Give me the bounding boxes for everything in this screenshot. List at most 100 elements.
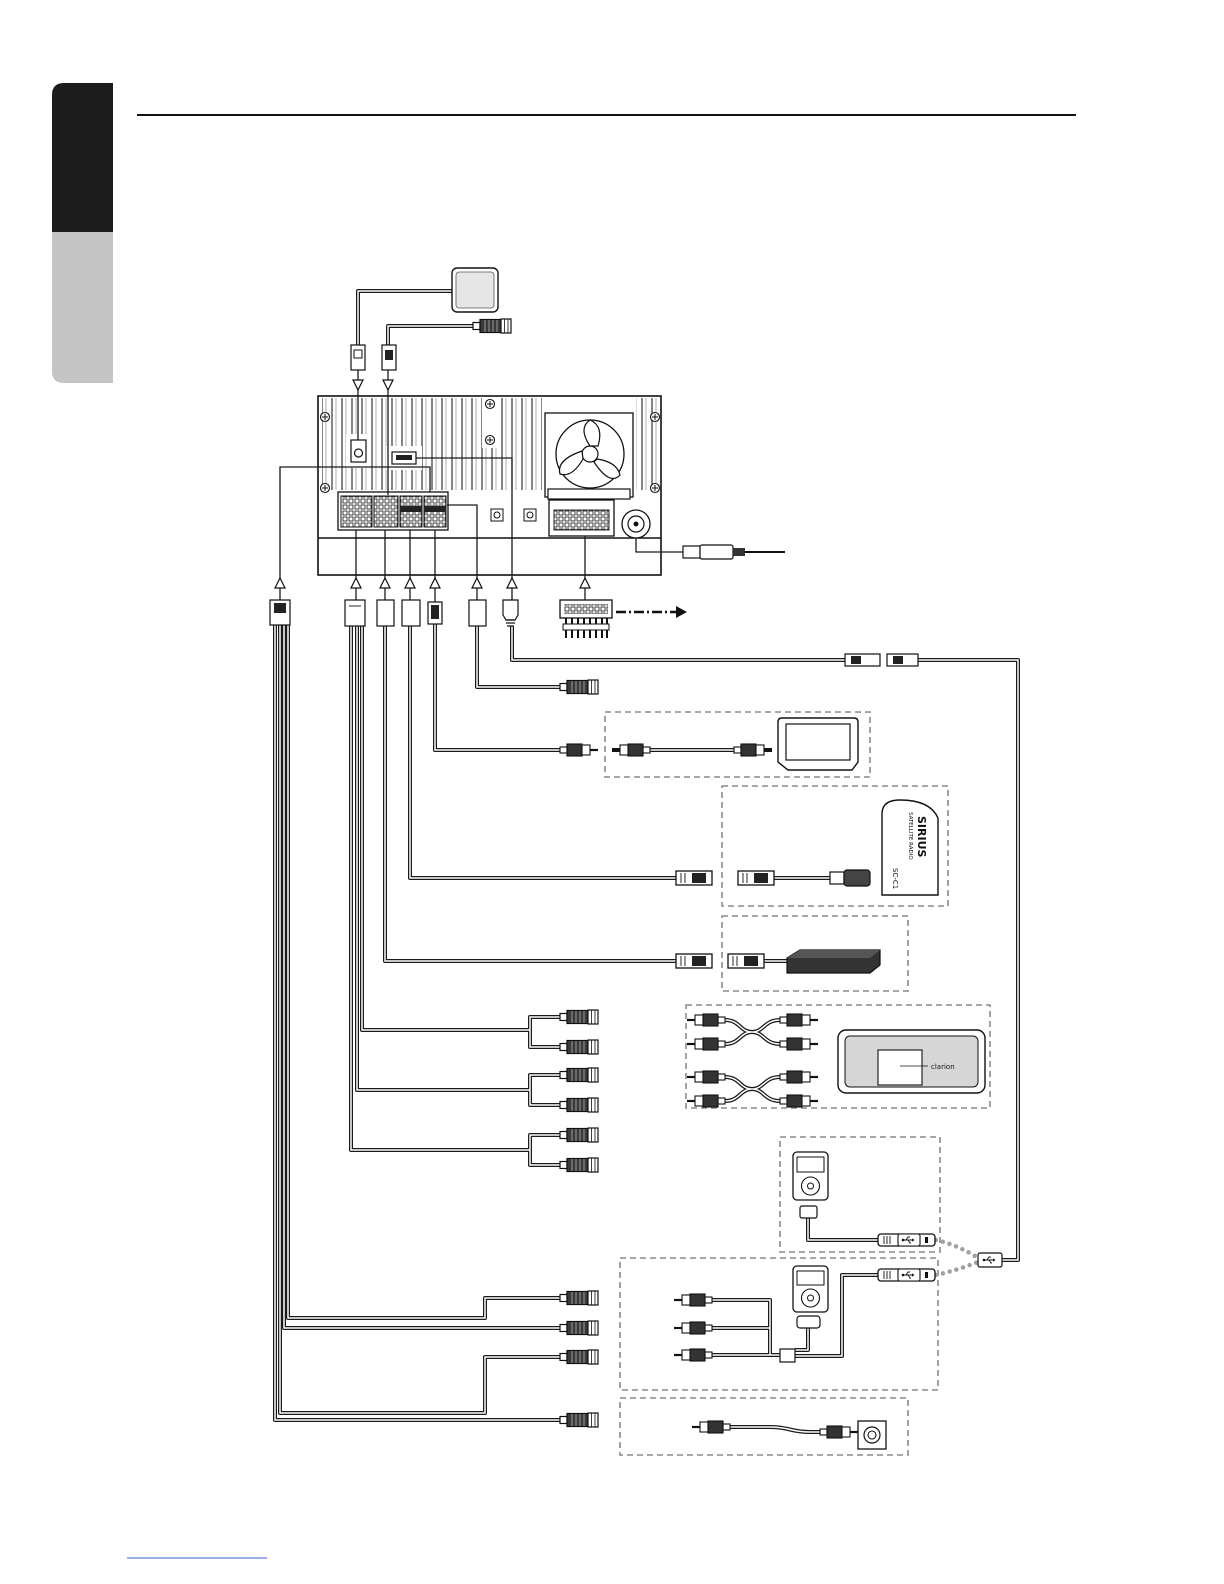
usb-icon bbox=[878, 1234, 935, 1246]
connector-c bbox=[402, 600, 420, 626]
amplifier-group: clarion bbox=[687, 1014, 985, 1107]
arrow-up bbox=[380, 578, 390, 588]
heat-sink-fins-right bbox=[636, 398, 658, 490]
cable-usb bbox=[512, 626, 845, 660]
rca-female-jack bbox=[560, 680, 598, 694]
rca-male-plug bbox=[692, 1421, 730, 1433]
sirius-brand: SIRIUS bbox=[915, 816, 928, 858]
rca-male-plug bbox=[687, 1071, 725, 1083]
ipod-video-dock-connector bbox=[797, 1316, 820, 1328]
usb-extension-plug bbox=[845, 654, 880, 666]
rear-connector-a bbox=[341, 496, 372, 527]
rca-male-plug bbox=[674, 1349, 712, 1361]
fan-icon bbox=[545, 413, 633, 499]
arrow-up bbox=[472, 578, 482, 588]
screw bbox=[321, 413, 330, 422]
ipod-icon bbox=[793, 1266, 828, 1312]
sirius-connector bbox=[676, 871, 712, 885]
sirius-subtitle: SATELLITE RADIO bbox=[907, 812, 913, 860]
connector-e bbox=[469, 600, 486, 626]
rca-male-plug bbox=[674, 1322, 712, 1334]
usb-extension-socket bbox=[887, 654, 918, 666]
rca-male-plug bbox=[734, 744, 772, 756]
cable-junction bbox=[780, 1349, 795, 1362]
arrow-up bbox=[507, 578, 517, 588]
mount-boss-hole bbox=[494, 512, 500, 518]
rca-female-jack bbox=[560, 1068, 598, 1082]
section-tab-inactive bbox=[52, 232, 113, 383]
rca-female-jack bbox=[560, 1128, 598, 1142]
radio-antenna-plug bbox=[683, 545, 785, 559]
cable-gps-antenna bbox=[358, 291, 452, 345]
cable-rca-pair-1 bbox=[362, 626, 560, 1047]
gps-antenna-icon bbox=[452, 268, 498, 312]
connector-b bbox=[377, 600, 394, 626]
rca-male-plug bbox=[687, 1038, 725, 1050]
arrow-up bbox=[351, 578, 361, 588]
usb-extension-end bbox=[978, 1253, 1002, 1267]
cable-ipod-video-dock bbox=[795, 1328, 808, 1350]
rca-male-plug bbox=[674, 1294, 712, 1306]
camera-group bbox=[692, 1421, 886, 1449]
arrow-up bbox=[430, 578, 440, 588]
power-harness-socket bbox=[549, 500, 614, 536]
ipod-dock-connector bbox=[800, 1206, 817, 1218]
connector-usb bbox=[503, 600, 518, 626]
section-tab bbox=[52, 83, 113, 383]
cable-extension bbox=[388, 326, 473, 345]
rca-female-jack bbox=[560, 1098, 598, 1112]
power-harness-plug bbox=[560, 600, 612, 638]
to-power-harness-arrow bbox=[616, 606, 687, 618]
mount-boss-hole bbox=[527, 512, 533, 518]
dvd-changer-connector bbox=[728, 954, 764, 968]
arrow-down bbox=[353, 380, 363, 390]
head-unit bbox=[318, 396, 661, 575]
extension-plug bbox=[382, 345, 396, 370]
rca-male-plug bbox=[560, 744, 598, 756]
rca-female-jack bbox=[560, 1321, 598, 1335]
dvd-changer-top bbox=[787, 950, 880, 958]
ipod-video-group bbox=[674, 1266, 935, 1362]
sirius-tuner-jack bbox=[830, 870, 870, 886]
connector-left bbox=[270, 600, 290, 625]
ipod-icon bbox=[793, 1152, 828, 1200]
rca-female-jack bbox=[560, 1040, 598, 1054]
cable-ipod bbox=[808, 1218, 878, 1240]
usb-icon bbox=[878, 1269, 935, 1281]
arrow-up bbox=[405, 578, 415, 588]
rca-female-jack bbox=[560, 1291, 598, 1305]
rca-male-plug bbox=[780, 1038, 818, 1050]
arrow-down bbox=[383, 380, 393, 390]
screw bbox=[651, 484, 660, 493]
cable-usb-extension bbox=[918, 660, 1018, 1260]
monitor-icon bbox=[778, 718, 858, 770]
arrow-up bbox=[275, 578, 285, 588]
connector-a bbox=[345, 600, 365, 626]
amplifier-icon bbox=[838, 1030, 985, 1093]
cable-dvd bbox=[385, 626, 676, 961]
extension-female-jack bbox=[473, 319, 511, 333]
rca-male-plug bbox=[780, 1071, 818, 1083]
dotted-usb-links bbox=[936, 1240, 978, 1275]
screw bbox=[486, 400, 495, 409]
cable-av-2 bbox=[284, 625, 560, 1328]
arrow-up bbox=[580, 578, 590, 588]
rca-female-jack bbox=[560, 1158, 598, 1172]
usb-port-slot bbox=[396, 455, 412, 460]
dvd-changer-group bbox=[728, 950, 880, 973]
rca-female-jack bbox=[560, 1010, 598, 1024]
sirius-tuner-group: SIRIUS SATELLITE RADIO SC-C1 bbox=[738, 800, 938, 895]
screw bbox=[321, 484, 330, 493]
camera-icon bbox=[858, 1421, 886, 1449]
connector-d bbox=[428, 602, 442, 624]
amplifier-brand: clarion bbox=[931, 1063, 955, 1071]
dotted-link-ipod-video bbox=[936, 1262, 978, 1275]
cable-e bbox=[477, 626, 560, 687]
rear-connector-b bbox=[374, 496, 398, 527]
ipod-video-usb-connector bbox=[878, 1269, 935, 1281]
rca-male-plug bbox=[687, 1095, 725, 1107]
rca-male-plug bbox=[687, 1014, 725, 1026]
screw bbox=[651, 413, 660, 422]
monitor-group bbox=[612, 718, 858, 770]
